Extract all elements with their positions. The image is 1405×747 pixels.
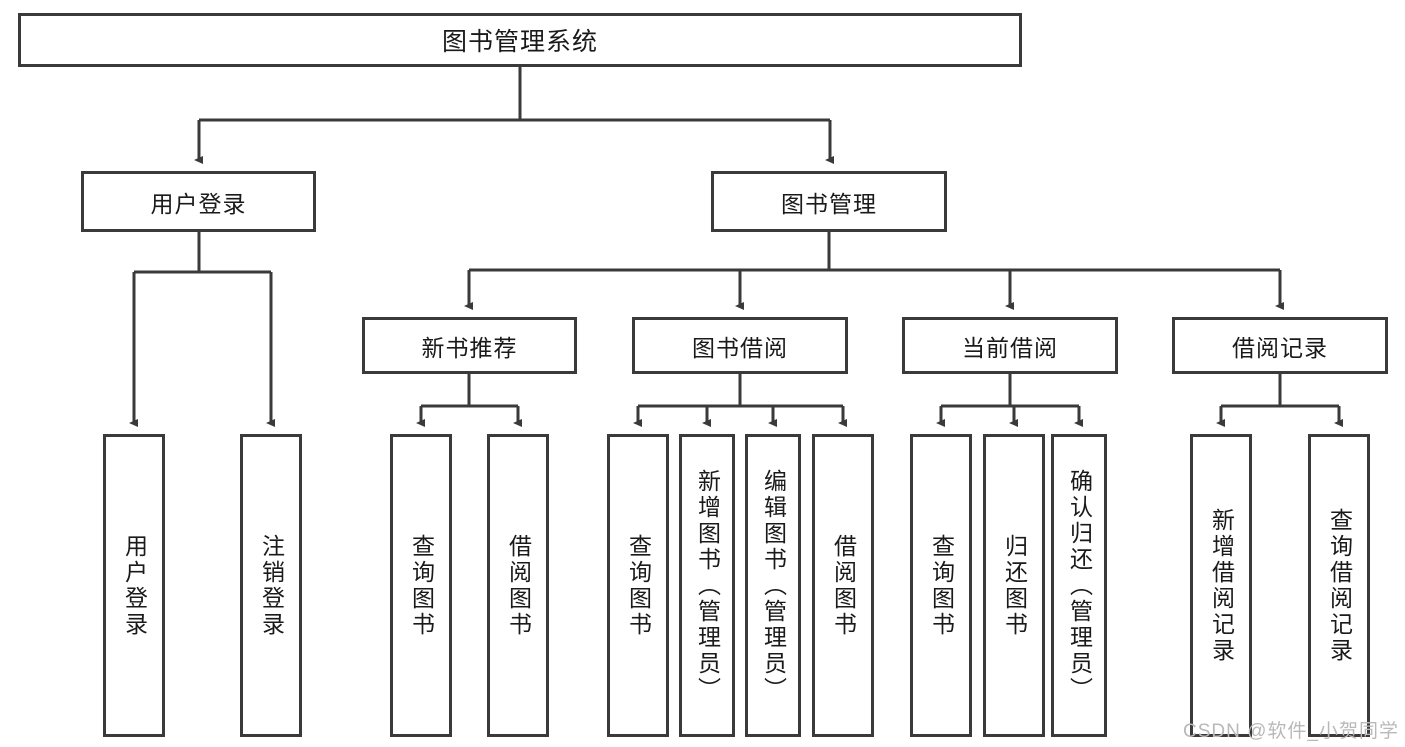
leaf-borrow-book-recommend[interactable]: 借阅图书	[487, 434, 549, 737]
watermark: CSDN @软件_小贺同学	[1183, 721, 1399, 742]
leaf-query-book-current[interactable]: 查询图书	[910, 434, 972, 737]
node-root-label: 图书管理系统	[441, 28, 598, 56]
leaf-edit-book[interactable]: 编辑图书（管理员）	[745, 434, 801, 737]
node-user-login-label: 用户登录	[150, 190, 247, 217]
leaf-add-borrow-record[interactable]: 新增借阅记录	[1190, 434, 1252, 737]
leaf-query-book-borrow[interactable]: 查询图书	[607, 434, 669, 737]
node-book-borrow[interactable]: 图书借阅	[632, 317, 848, 374]
node-book-management[interactable]: 图书管理	[711, 171, 947, 232]
leaf-add-borrow-record-label: 新增借阅记录	[1208, 507, 1235, 664]
leaf-query-book-recommend-label: 查询图书	[408, 533, 435, 638]
leaf-user-logout[interactable]: 注销登录	[240, 434, 302, 737]
node-current-borrow-label: 当前借阅	[962, 334, 1058, 361]
node-borrow-record[interactable]: 借阅记录	[1172, 317, 1388, 374]
leaf-return-book[interactable]: 归还图书	[983, 434, 1045, 737]
leaf-query-borrow-record-label: 查询借阅记录	[1326, 507, 1353, 664]
leaf-confirm-return-label: 确认归还（管理员）	[1066, 468, 1093, 703]
leaf-borrow-book-label: 借阅图书	[830, 533, 857, 638]
leaf-return-book-label: 归还图书	[1001, 533, 1028, 638]
leaf-query-borrow-record[interactable]: 查询借阅记录	[1308, 434, 1370, 737]
leaf-user-login-label: 用户登录	[121, 533, 148, 638]
node-borrow-record-label: 借阅记录	[1232, 334, 1328, 361]
node-new-book-recommend-label: 新书推荐	[421, 334, 518, 361]
leaf-user-logout-label: 注销登录	[258, 533, 285, 638]
leaf-add-book-label: 新增图书（管理员）	[694, 468, 721, 703]
leaf-query-book-current-label: 查询图书	[928, 533, 955, 638]
leaf-confirm-return[interactable]: 确认归还（管理员）	[1051, 434, 1107, 737]
node-current-borrow[interactable]: 当前借阅	[902, 317, 1118, 374]
leaf-edit-book-label: 编辑图书（管理员）	[760, 468, 787, 703]
leaf-query-book-borrow-label: 查询图书	[625, 533, 652, 638]
node-root[interactable]: 图书管理系统	[18, 13, 1022, 67]
node-new-book-recommend[interactable]: 新书推荐	[362, 317, 577, 374]
node-book-management-label: 图书管理	[781, 190, 877, 217]
leaf-borrow-book-recommend-label: 借阅图书	[505, 533, 532, 638]
leaf-query-book-recommend[interactable]: 查询图书	[390, 434, 452, 737]
node-book-borrow-label: 图书借阅	[692, 334, 788, 361]
node-user-login[interactable]: 用户登录	[81, 171, 316, 232]
leaf-add-book[interactable]: 新增图书（管理员）	[679, 434, 735, 737]
leaf-user-login[interactable]: 用户登录	[103, 434, 165, 737]
leaf-borrow-book[interactable]: 借阅图书	[812, 434, 874, 737]
